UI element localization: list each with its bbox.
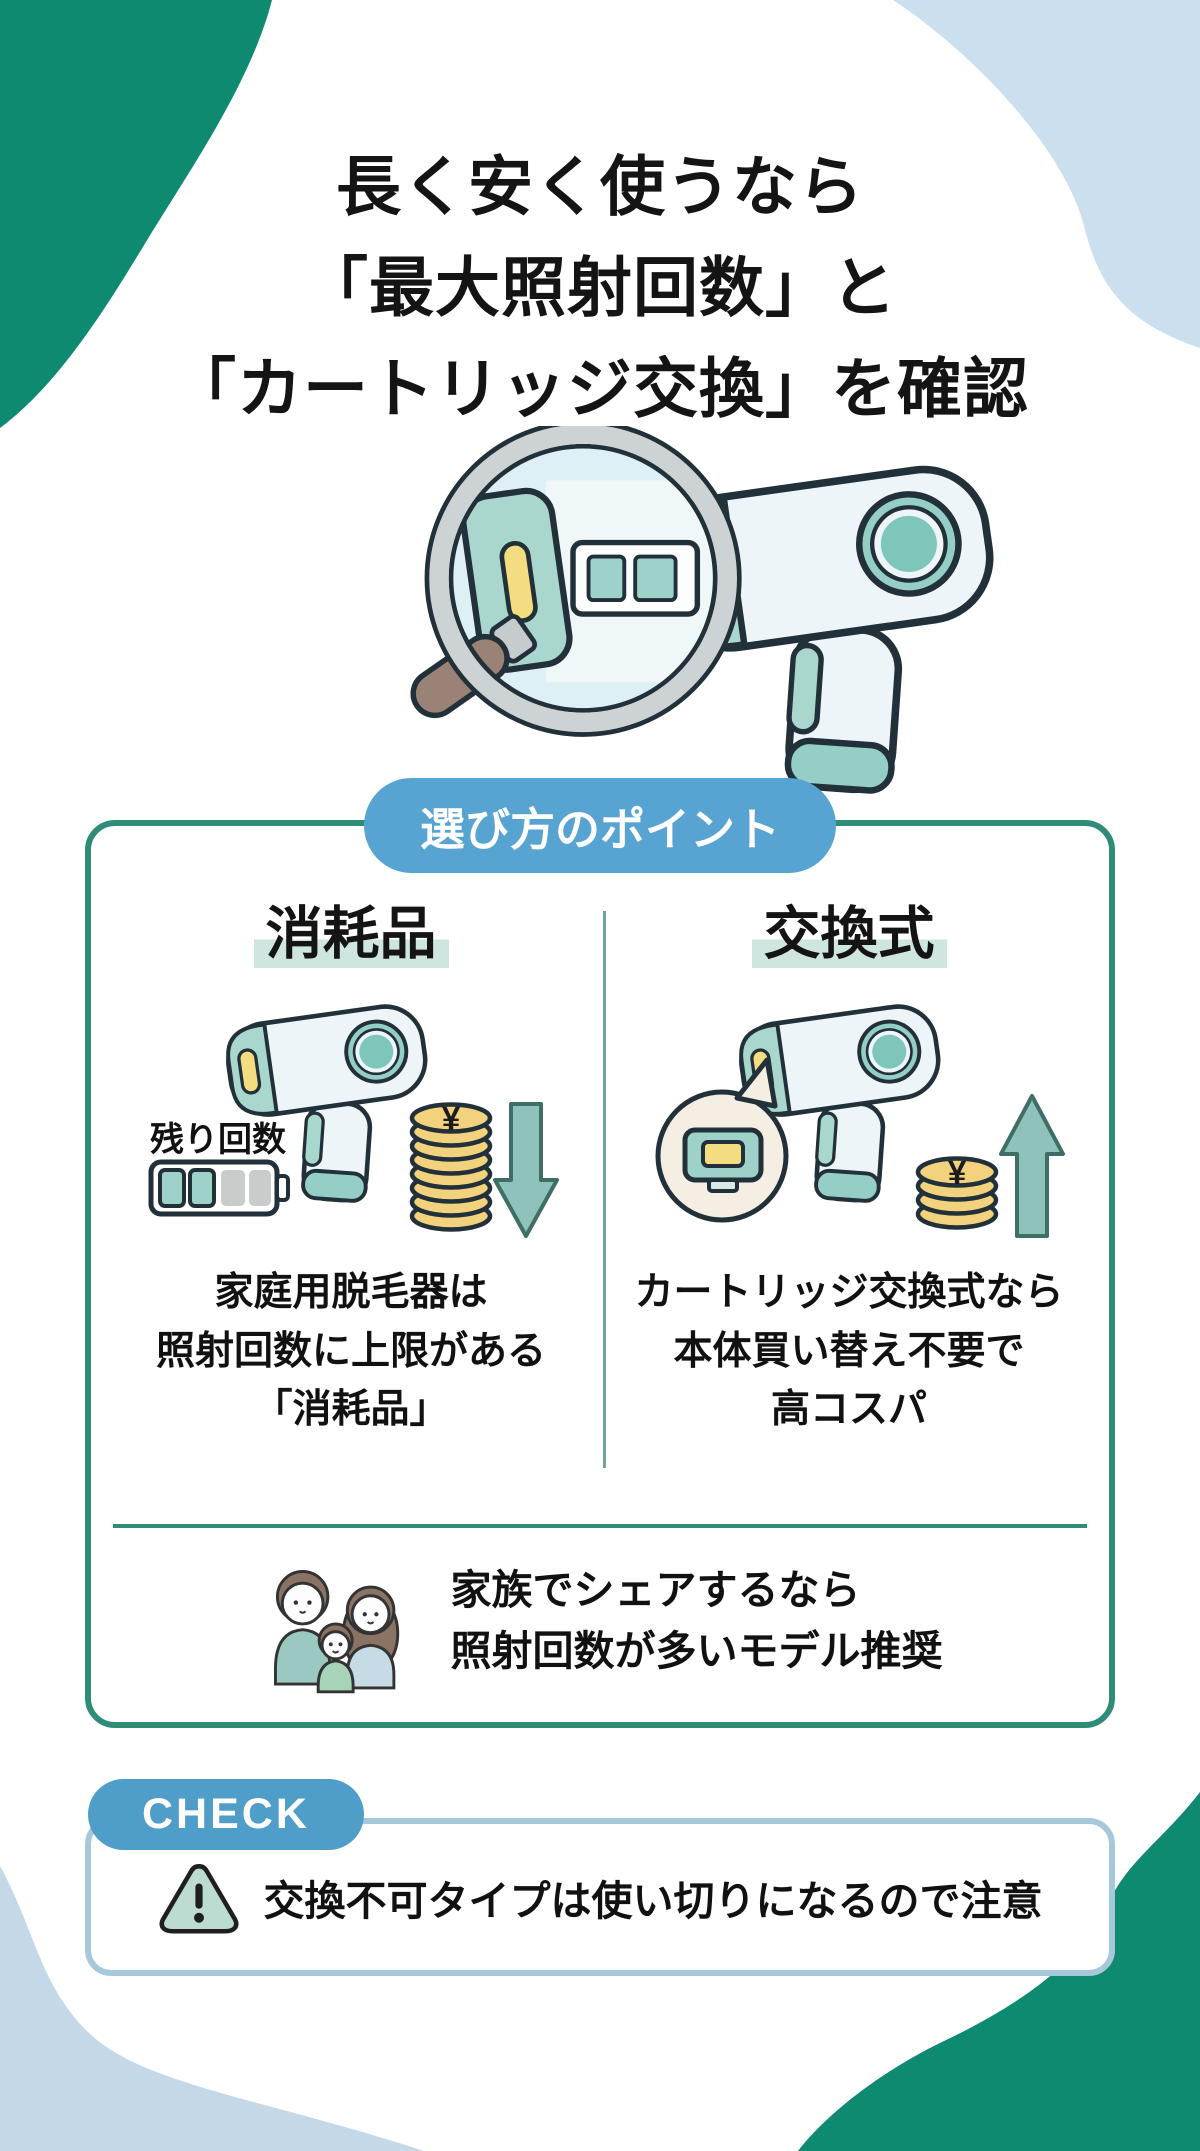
column-consumable-header: 消耗品 [253,900,449,969]
battery-icon [148,1159,290,1217]
family-icon [273,1570,399,1694]
replaceable-description: カートリッジ交換式なら 本体買い替え不要で 高コスパ [619,1264,1079,1440]
yen-symbol: ¥ [442,1100,461,1137]
page-title: 長く安く使うなら 「最大照射回数」と 「カートリッジ交換」を確認 [0,136,1200,440]
family-note-line: 家族でシェアするなら [450,1566,861,1613]
family-note-text: 家族でシェアするなら 照射回数が多いモデル推奨 [451,1560,943,1683]
desc-line: カートリッジ交換式なら [634,1271,1064,1315]
desc-line: 照射回数に上限がある [155,1329,546,1373]
points-badge: 選び方のポイント [363,778,837,873]
consumable-description: 家庭用脱毛器は 照射回数に上限がある 「消耗品」 [121,1264,581,1440]
up-arrow-icon [999,1094,1065,1239]
yen-symbol: ¥ [948,1154,967,1191]
battery-label: 残り回数 [150,1121,286,1159]
bottom-left-blue-blob [0,1866,424,2151]
column-replaceable: 交換式 ¥ カー [619,900,1079,1440]
title-line-3: 「カートリッジ交換」を確認 [170,352,1029,426]
magnifier-device-illustration [398,419,1020,804]
desc-line: 家庭用脱毛器は [214,1271,488,1315]
coin-stack-icon: ¥ [915,1154,999,1231]
coin-stack-icon: ¥ [409,1100,493,1233]
desc-line: 「消耗品」 [253,1388,449,1432]
replaceable-illustration: ¥ [655,984,1065,1239]
hero-illustration-svg [410,419,1020,799]
top-left-green-blob [0,0,272,428]
check-badge: CHECK [88,1779,364,1850]
family-section-divider [113,1524,1087,1528]
magnifier-rim-inner [448,443,718,713]
bottom-right-green-blob [798,1792,1200,2151]
top-right-blue-blob [893,0,1200,348]
family-share-note: 家族でシェアするなら 照射回数が多いモデル推奨 [91,1548,1109,1694]
down-arrow-icon [493,1102,559,1239]
title-line-2: 「最大照射回数」と [302,250,897,324]
desc-line: 本体買い替え不要で [673,1329,1025,1373]
selection-points-box: 選び方のポイント 消耗品 残り回数 [85,778,1115,1728]
consumable-illustration: 残り回数 ¥ [148,984,559,1239]
magnifier-rim-band [428,423,738,733]
check-warning-text: 交換不可タイプは使い切りになるので注意 [263,1878,1043,1924]
cartridge-bubble-icon [655,1057,789,1223]
warning-icon [159,1864,238,1934]
lens-zoomed-detail [460,480,716,683]
title-line-1: 長く安く使うなら [335,149,864,223]
desc-line: 高コスパ [770,1388,927,1432]
column-divider [603,911,606,1468]
column-consumable: 消耗品 残り回数 [121,900,581,1440]
column-replaceable-header: 交換式 [751,900,947,969]
family-note-line: 照射回数が多いモデル推奨 [450,1628,943,1674]
